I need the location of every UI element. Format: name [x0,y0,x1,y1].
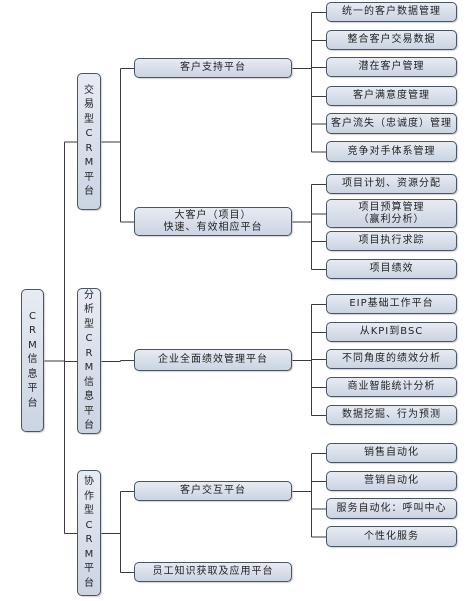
leaf-kpi-to-bsc: 从KPI到BSC [326,322,457,342]
leaf-data-mining-prediction: 数据挖掘、行为预测 [326,405,457,425]
leaf-integrate-transaction-data: 整合客户交易数据 [326,30,457,50]
leaf-unified-customer-data: 统一的客户数据管理 [326,2,457,22]
leaf-churn-loyalty-management: 客户流失（忠诚度）管理 [326,113,457,134]
leaf-marketing-automation: 营销自动化 [326,471,457,491]
sub-node-key-account-response-platform: 大客户（项目） 快速、有效相应平台 [134,207,292,236]
leaf-project-plan-resource: 项目计划、资源分配 [326,174,457,194]
leaf-satisfaction-management: 客户满意度管理 [326,86,457,106]
leaf-competitor-management: 竞争对手体系管理 [326,141,457,162]
sub-node-customer-interaction-platform: 客户交互平台 [134,481,292,501]
leaf-service-automation-call-center: 服务自动化：呼叫中心 [326,498,457,519]
leaf-eip-base-platform: EIP基础工作平台 [326,294,457,314]
leaf-business-intelligence-analysis: 商业智能统计分析 [326,377,457,397]
leaf-potential-customer-management: 潜在客户管理 [326,57,457,77]
leaf-multi-angle-performance-analysis: 不同角度的绩效分析 [326,349,457,369]
leaf-sales-automation: 销售自动化 [326,443,457,463]
leaf-personalized-service: 个性化服务 [326,526,457,547]
sub-node-enterprise-performance-platform: 企业全面绩效管理平台 [134,349,292,371]
leaf-project-budget: 项目预算管理 （赢利分析） [326,199,457,228]
sub-node-customer-support-platform: 客户支持平台 [134,58,292,78]
leaf-project-performance: 项目绩效 [326,259,457,279]
leaf-project-execution-tracking: 项目执行求踪 [326,231,457,251]
sub-node-employee-knowledge-platform: 员工知识获取及应用平台 [134,562,292,582]
